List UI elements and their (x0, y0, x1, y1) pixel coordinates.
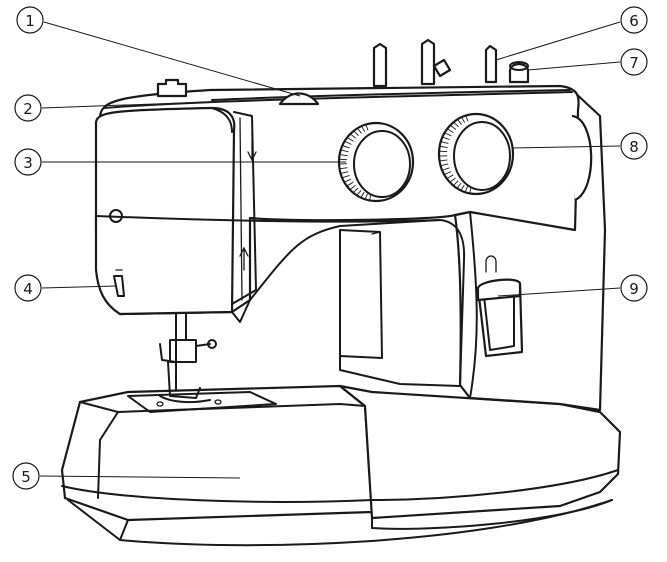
callout-leaders (39, 21, 621, 479)
callout-5-label: 5 (21, 468, 31, 486)
stitch-length-dial (437, 112, 515, 196)
dial-grip-line (444, 132, 452, 137)
dial-grip-line (469, 187, 472, 194)
dial-grip-line (340, 171, 349, 174)
thread-arrow-down-icon (247, 131, 257, 162)
dial-grip-line (440, 141, 449, 144)
callout-1-label: 1 (25, 12, 35, 30)
callout-9: 9 (620, 274, 648, 302)
dial-grip-line (342, 145, 350, 149)
callout-4-label: 4 (23, 280, 33, 298)
dial-grip-line (346, 181, 354, 187)
callout-3: 3 (14, 148, 42, 176)
dial-grip-line (369, 194, 372, 201)
dial-grip-line (350, 133, 357, 139)
dial-grip-line (352, 187, 359, 194)
callout-6: 6 (620, 6, 648, 34)
dial-grip-line (344, 140, 352, 145)
bobbin-winder-hook-icon (485, 255, 497, 273)
dial-grip-line (447, 128, 454, 133)
dial-grip-line (342, 174, 350, 179)
dial-grip-line (339, 154, 348, 157)
bobbin-winder-spindle (508, 61, 530, 84)
callout-3-label: 3 (23, 154, 33, 172)
callout-9-label: 9 (629, 280, 639, 298)
dial-grip-line (353, 130, 359, 136)
dial-grip-line (347, 137, 354, 142)
presser-foot-lever-top (156, 78, 188, 98)
dial-grip-line (349, 184, 356, 190)
dial-grip-line (444, 171, 452, 176)
dial-grip-line (360, 191, 365, 198)
dial-grip-line (340, 149, 349, 153)
dial-grip-line (357, 127, 362, 134)
needle-plate (127, 391, 277, 413)
callout-8-label: 8 (629, 138, 639, 156)
callout-5: 5 (12, 462, 40, 490)
dial-grip-line (365, 124, 369, 131)
dial-grip-line (453, 121, 459, 128)
callout-2-label: 2 (23, 100, 33, 118)
dial-grip-line (450, 124, 457, 130)
callout-8: 8 (620, 132, 648, 160)
stitch-selector-dial (337, 121, 415, 203)
thread-arrow-up-icon (239, 246, 249, 271)
spool-pins (372, 38, 498, 88)
dial-grip-line (460, 184, 465, 191)
top-thread-guide-1 (278, 92, 320, 106)
dial-grip-line (439, 159, 448, 162)
dial-grip-line (344, 178, 352, 183)
callout-6-label: 6 (629, 12, 639, 30)
dial-grip-line (442, 167, 450, 171)
dial-grip-line (456, 182, 462, 189)
throat-opening (231, 219, 466, 387)
callout-4: 4 (14, 274, 42, 302)
dial-grip-line (457, 119, 462, 125)
face-plate (94, 106, 441, 316)
dial-grip-line (440, 163, 449, 167)
dial-grip-line (364, 193, 368, 200)
callout-7-label: 7 (629, 54, 639, 72)
dial-grip-line (452, 180, 459, 186)
callout-7: 7 (620, 48, 648, 76)
dial-grip-line (442, 136, 450, 141)
dial-grip-line (439, 145, 448, 148)
dial-grip-line (356, 190, 362, 196)
callout-1: 1 (16, 6, 44, 34)
dial-grip-line (361, 125, 366, 132)
reverse-stitch-lever (476, 278, 524, 358)
dial-grip-line (449, 177, 456, 183)
dial-grip-line (464, 186, 468, 193)
dial-grip-line (465, 115, 469, 122)
dial-grip-line (339, 167, 348, 170)
callout-2: 2 (14, 94, 42, 122)
dial-grip-line (446, 174, 454, 180)
dial-grip-line (461, 116, 466, 123)
